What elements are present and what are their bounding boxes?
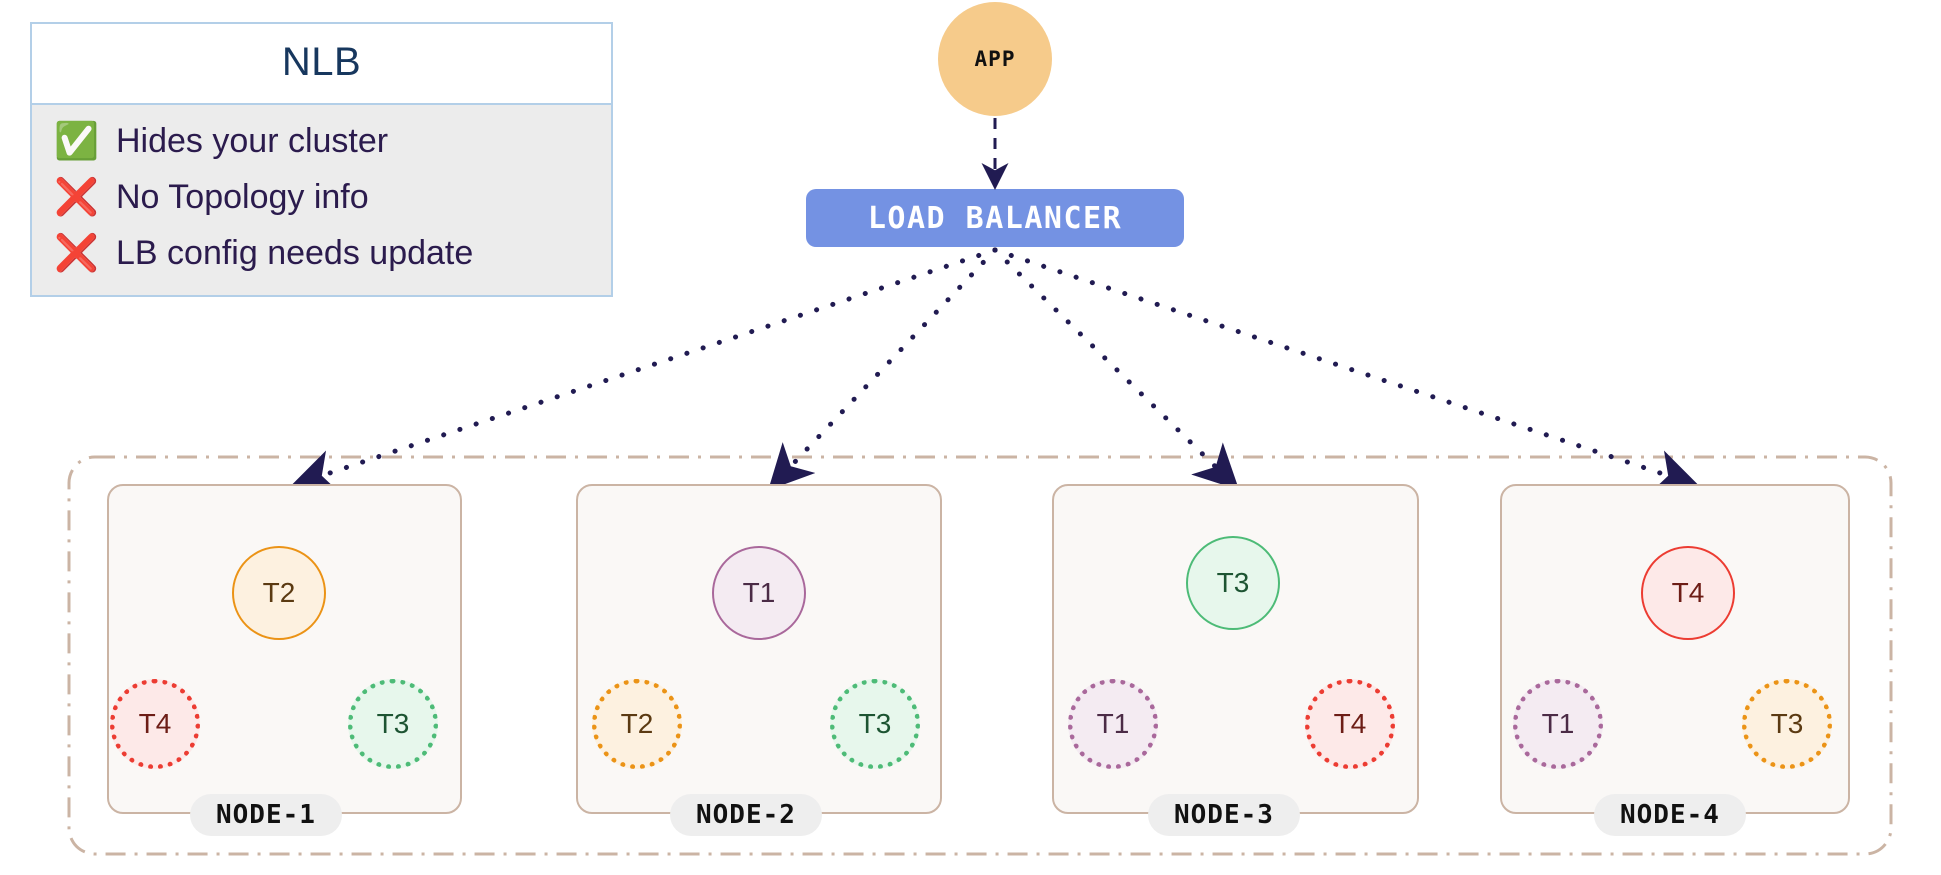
pod-node2-primary: T1 xyxy=(712,546,806,640)
cross-mark-icon: ❌ xyxy=(54,176,99,217)
node-label-text: NODE-4 xyxy=(1620,800,1720,830)
pod-node2-replica-right: T3 xyxy=(830,679,920,769)
node-label-4: NODE-4 xyxy=(1594,794,1746,836)
node-label-2: NODE-2 xyxy=(670,794,822,836)
cross-mark-icon: ❌ xyxy=(54,232,99,273)
pod-label: T1 xyxy=(1541,708,1575,739)
pod-label: T1 xyxy=(1096,708,1130,739)
edge-lb-to-node-2 xyxy=(768,247,998,491)
nlb-title: NLB xyxy=(32,24,611,103)
pod-node1-primary: T2 xyxy=(232,546,326,640)
nlb-legend-panel: NLB ✅ Hides your cluster ❌ No Topology i… xyxy=(30,22,613,297)
node-label-3: NODE-3 xyxy=(1148,794,1300,836)
pod-label: T2 xyxy=(262,577,296,608)
pod-node1-replica-left: T4 xyxy=(110,679,200,769)
pod-node3-replica-left: T1 xyxy=(1068,679,1158,769)
legend-item-hides-cluster: ✅ Hides your cluster xyxy=(32,113,611,169)
nlb-item-list: ✅ Hides your cluster ❌ No Topology info … xyxy=(32,103,611,295)
pod-node4-replica-left: T1 xyxy=(1513,679,1603,769)
node-label-1: NODE-1 xyxy=(190,794,342,836)
edge-lb-to-node-4 xyxy=(992,247,1700,494)
node-label-text: NODE-3 xyxy=(1174,800,1274,830)
pod-node3-primary: T3 xyxy=(1186,536,1280,630)
pod-node4-replica-right: T3 xyxy=(1742,679,1832,769)
node-label-text: NODE-1 xyxy=(216,800,316,830)
pod-node3-replica-right: T4 xyxy=(1305,679,1395,769)
legend-item-label: No Topology info xyxy=(116,177,369,216)
pod-label: T1 xyxy=(742,577,776,608)
load-balancer-node: LOAD BALANCER xyxy=(806,189,1184,247)
pod-label: T3 xyxy=(1216,567,1250,598)
pod-node4-primary: T4 xyxy=(1641,546,1735,640)
pod-label: T3 xyxy=(858,708,892,739)
pod-label: T4 xyxy=(1671,577,1705,608)
pod-label: T3 xyxy=(376,708,410,739)
legend-item-label: Hides your cluster xyxy=(116,121,389,160)
legend-item-label: LB config needs update xyxy=(116,233,474,272)
pod-node2-replica-left: T2 xyxy=(592,679,682,769)
pod-label: T4 xyxy=(138,708,172,739)
pod-label: T4 xyxy=(1333,708,1367,739)
app-node: APP xyxy=(938,2,1052,116)
legend-item-lb-config: ❌ LB config needs update xyxy=(32,225,611,281)
pod-label: T3 xyxy=(1770,708,1804,739)
check-mark-icon: ✅ xyxy=(54,120,99,161)
legend-item-no-topology: ❌ No Topology info xyxy=(32,169,611,225)
edge-lb-to-node-3 xyxy=(992,247,1240,491)
pod-label: T2 xyxy=(620,708,654,739)
pod-node1-replica-right: T3 xyxy=(348,679,438,769)
node-label-text: NODE-2 xyxy=(696,800,796,830)
